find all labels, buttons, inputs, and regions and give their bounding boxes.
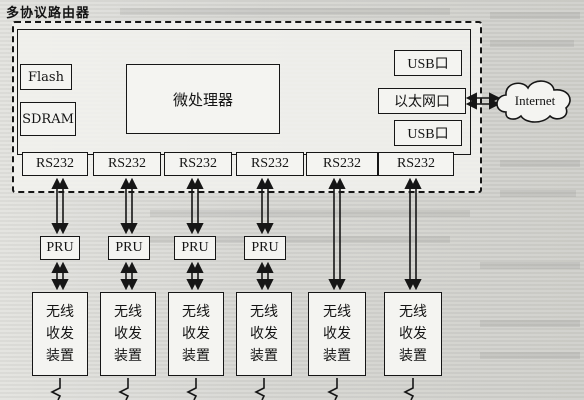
transceiver-label: 装置 xyxy=(399,348,427,364)
background-text-line xyxy=(120,8,450,15)
transceiver-label: 装置 xyxy=(250,348,278,364)
microprocessor-box: 微处理器 xyxy=(126,64,280,134)
ethernet-port: 以太网口 xyxy=(378,88,466,114)
antenna-signal-icon xyxy=(118,378,130,400)
antenna-signal-icon xyxy=(254,378,266,400)
antenna-signal-icon xyxy=(403,378,415,400)
background-text-line xyxy=(150,236,450,243)
double-arrow-connector xyxy=(256,177,274,235)
double-arrow-connector xyxy=(328,177,346,291)
sdram-memory-box: SDRAM xyxy=(20,102,76,136)
wireless-transceiver-box: 无线 收发 装置 xyxy=(32,292,88,376)
background-text-line xyxy=(150,210,470,217)
transceiver-label: 收发 xyxy=(114,326,142,342)
rs232-port: RS232 xyxy=(164,152,232,176)
pru-box: PRU xyxy=(174,236,216,260)
transceiver-label: 无线 xyxy=(399,304,427,320)
rs232-port: RS232 xyxy=(378,152,454,176)
background-text-line xyxy=(500,190,576,197)
double-arrow-connector xyxy=(120,261,138,291)
background-text-line xyxy=(480,320,580,327)
transceiver-label: 收发 xyxy=(46,326,74,342)
background-text-line xyxy=(500,160,580,167)
rs232-port: RS232 xyxy=(306,152,378,176)
rs232-port: RS232 xyxy=(236,152,304,176)
double-arrow-connector xyxy=(256,261,274,291)
antenna-signal-icon xyxy=(186,378,198,400)
wireless-transceiver-box: 无线 收发 装置 xyxy=(168,292,224,376)
transceiver-label: 装置 xyxy=(114,348,142,364)
double-arrow-connector xyxy=(465,92,501,110)
transceiver-label: 收发 xyxy=(323,326,351,342)
double-arrow-connector xyxy=(404,177,422,291)
double-arrow-connector xyxy=(51,261,69,291)
pru-box: PRU xyxy=(244,236,286,260)
transceiver-label: 装置 xyxy=(182,348,210,364)
transceiver-label: 无线 xyxy=(182,304,210,320)
wireless-transceiver-box: 无线 收发 装置 xyxy=(100,292,156,376)
transceiver-label: 无线 xyxy=(250,304,278,320)
antenna-signal-icon xyxy=(327,378,339,400)
antenna-signal-icon xyxy=(50,378,62,400)
background-text-line xyxy=(490,40,574,47)
usb-port-bottom: USB口 xyxy=(394,120,462,146)
double-arrow-connector xyxy=(186,261,204,291)
rs232-port: RS232 xyxy=(22,152,88,176)
transceiver-label: 收发 xyxy=(250,326,278,342)
rs232-port: RS232 xyxy=(93,152,161,176)
double-arrow-connector xyxy=(186,177,204,235)
internet-label: Internet xyxy=(515,93,556,108)
background-text-line xyxy=(490,12,580,19)
internet-cloud xyxy=(496,80,571,123)
double-arrow-connector xyxy=(51,177,69,235)
pru-box: PRU xyxy=(108,236,150,260)
transceiver-label: 装置 xyxy=(323,348,351,364)
transceiver-label: 无线 xyxy=(46,304,74,320)
background-text-line xyxy=(480,262,580,269)
double-arrow-connector xyxy=(120,177,138,235)
transceiver-label: 无线 xyxy=(114,304,142,320)
transceiver-label: 无线 xyxy=(323,304,351,320)
transceiver-label: 收发 xyxy=(182,326,210,342)
background-text-line xyxy=(480,352,580,359)
transceiver-label: 装置 xyxy=(46,348,74,364)
wireless-transceiver-box: 无线 收发 装置 xyxy=(236,292,292,376)
wireless-transceiver-box: 无线 收发 装置 xyxy=(308,292,366,376)
wireless-transceiver-box: 无线 收发 装置 xyxy=(384,292,442,376)
usb-port-top: USB口 xyxy=(394,50,462,76)
router-title: 多协议路由器 xyxy=(6,6,91,21)
flash-memory-box: Flash xyxy=(20,64,72,90)
pru-box: PRU xyxy=(40,236,80,260)
transceiver-label: 收发 xyxy=(399,326,427,342)
